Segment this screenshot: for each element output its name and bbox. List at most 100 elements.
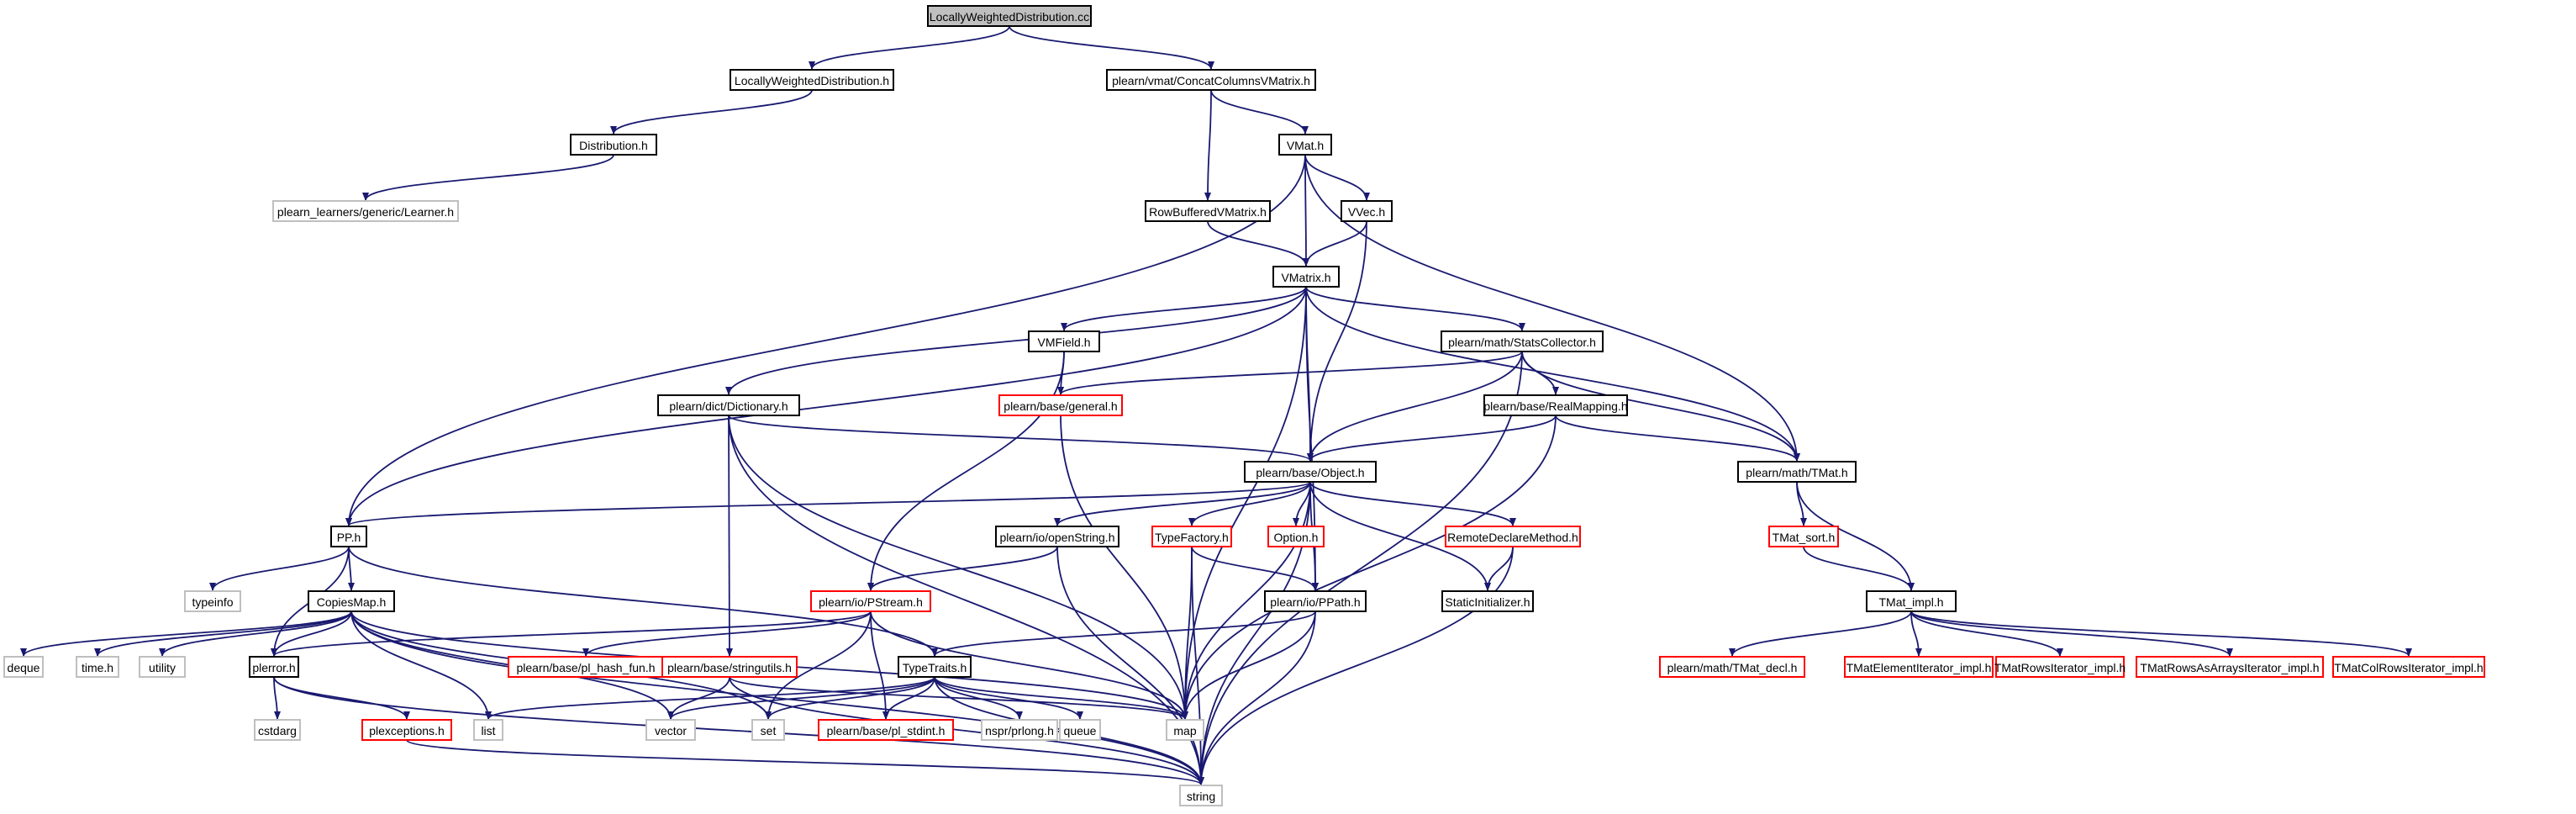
node-label: plearn/base/RealMapping.h xyxy=(1483,399,1627,413)
node-vmfield[interactable]: VMField.h xyxy=(1028,330,1100,352)
node-vvec[interactable]: VVec.h xyxy=(1341,200,1393,222)
edge-tmatsort-to-tmatimpl xyxy=(1803,546,1915,591)
node-strutils[interactable]: plearn/base/stringutils.h xyxy=(661,656,798,678)
node-label: VMatrix.h xyxy=(1281,271,1330,284)
node-concat[interactable]: plearn/vmat/ConcatColumnsVMatrix.h xyxy=(1106,69,1316,91)
edge-plerror-to-string xyxy=(273,676,1204,785)
node-label: PP.h xyxy=(337,531,361,544)
node-box xyxy=(1737,461,1857,483)
node-box xyxy=(1441,590,1534,612)
node-box xyxy=(330,526,367,547)
edge-object-to-remote xyxy=(1309,481,1516,526)
node-label: Distribution.h xyxy=(579,139,648,152)
node-tmatsort[interactable]: TMat_sort.h xyxy=(1768,526,1839,547)
node-label: nspr/prlong.h xyxy=(985,724,1054,737)
node-remote[interactable]: RemoteDeclareMethod.h xyxy=(1445,526,1581,547)
node-label: LocallyWeightedDistribution.h xyxy=(735,74,889,87)
edge-pstream-to-hashfun xyxy=(582,610,872,657)
node-label: vector xyxy=(655,724,687,737)
node-rowsiter[interactable]: TMatRowsIterator_impl.h xyxy=(1994,656,2126,678)
node-stdint[interactable]: plearn/base/pl_stdint.h xyxy=(818,719,954,741)
edge-vmfield-to-pstream xyxy=(867,351,1065,591)
node-plerror[interactable]: plerror.h xyxy=(249,656,299,678)
node-label: plearn/io/PPath.h xyxy=(1270,595,1360,609)
edge-dict-to-map xyxy=(728,415,1188,720)
node-lwd_h[interactable]: LocallyWeightedDistribution.h xyxy=(730,69,894,91)
edge-general-to-map xyxy=(1060,415,1188,720)
node-tmatdecl[interactable]: plearn/math/TMat_decl.h xyxy=(1659,656,1805,678)
node-copies[interactable]: CopiesMap.h xyxy=(308,590,395,612)
node-label: plearn/math/TMat_decl.h xyxy=(1667,661,1798,674)
edge-vmat_h-to-vvec xyxy=(1304,154,1370,201)
node-root[interactable]: LocallyWeightedDistribution.cc xyxy=(927,5,1092,27)
edge-plerror-to-cstdarg xyxy=(273,676,281,720)
edge-tmatimpl-to-tmatdecl xyxy=(1729,610,1912,657)
edge-object-to-staticinit xyxy=(1309,481,1491,591)
node-label: LocallyWeightedDistribution.cc xyxy=(930,10,1089,24)
node-learner: plearn_learners/generic/Learner.h xyxy=(272,200,459,222)
node-box xyxy=(1866,590,1957,612)
node-rowsarr[interactable]: TMatRowsAsArraysIterator_impl.h xyxy=(2136,656,2324,678)
node-openstr[interactable]: plearn/io/openString.h xyxy=(995,526,1119,547)
node-stats[interactable]: plearn/math/StatsCollector.h xyxy=(1441,330,1604,352)
node-box xyxy=(1264,590,1367,612)
node-vmat_h[interactable]: VMat.h xyxy=(1278,134,1332,156)
node-realmap[interactable]: plearn/base/RealMapping.h xyxy=(1483,394,1628,416)
node-box xyxy=(2136,656,2324,678)
node-elemiter[interactable]: TMatElementIterator_impl.h xyxy=(1844,656,1994,678)
node-staticinit[interactable]: StaticInitializer.h xyxy=(1441,590,1534,612)
node-box xyxy=(1166,719,1204,741)
edge-object-to-pp xyxy=(345,481,1311,526)
node-plexc[interactable]: plexceptions.h xyxy=(361,719,452,741)
edge-realmap-to-tmat xyxy=(1555,415,1800,462)
node-pstream[interactable]: plearn/io/PStream.h xyxy=(810,590,931,612)
edge-pstream-to-plerror xyxy=(271,610,872,657)
node-box xyxy=(995,526,1119,547)
edge-root-to-concat xyxy=(1009,25,1214,70)
node-box xyxy=(1106,69,1316,91)
node-pp[interactable]: PP.h xyxy=(330,526,367,547)
node-tmatimpl[interactable]: TMat_impl.h xyxy=(1866,590,1957,612)
node-option[interactable]: Option.h xyxy=(1267,526,1325,547)
edge-lwd_h-to-distrib xyxy=(610,89,813,135)
node-label: list xyxy=(481,724,495,737)
node-label: set xyxy=(761,724,777,737)
node-tmat[interactable]: plearn/math/TMat.h xyxy=(1737,461,1857,483)
edge-plerror-to-plexc xyxy=(273,676,410,720)
edge-ppath-to-map xyxy=(1182,610,1316,720)
node-label: plearn/base/pl_hash_fun.h xyxy=(516,661,655,674)
node-typetraits[interactable]: TypeTraits.h xyxy=(898,656,972,678)
node-box xyxy=(1244,461,1377,483)
node-general[interactable]: plearn/base/general.h xyxy=(998,394,1123,416)
edge-distrib-to-learner xyxy=(362,154,614,201)
edge-typetraits-to-queue xyxy=(934,676,1083,720)
node-deque: deque xyxy=(3,656,44,678)
node-ppath[interactable]: plearn/io/PPath.h xyxy=(1264,590,1367,612)
node-box xyxy=(1768,526,1839,547)
node-box xyxy=(927,5,1092,27)
node-label: CopiesMap.h xyxy=(317,595,387,609)
node-hashfun[interactable]: plearn/base/pl_hash_fun.h xyxy=(508,656,664,678)
node-vmatrix[interactable]: VMatrix.h xyxy=(1272,266,1340,288)
node-distrib[interactable]: Distribution.h xyxy=(570,134,657,156)
node-typefac[interactable]: TypeFactory.h xyxy=(1151,526,1232,547)
edge-tmatimpl-to-elemiter xyxy=(1910,610,1922,657)
edge-pp-to-copies xyxy=(347,546,355,591)
node-label: TypeFactory.h xyxy=(1155,531,1229,544)
node-box xyxy=(308,590,395,612)
node-label: plearn_learners/generic/Learner.h xyxy=(277,205,454,219)
edge-concat-to-vmat_h xyxy=(1210,89,1309,135)
edge-object-to-map xyxy=(1182,481,1311,720)
edge-copies-to-deque xyxy=(20,610,352,657)
node-label: plerror.h xyxy=(252,661,295,674)
node-box xyxy=(1179,785,1223,806)
edge-typetraits-to-set xyxy=(765,676,935,720)
node-label: plearn/vmat/ConcatColumnsVMatrix.h xyxy=(1112,74,1310,87)
node-rowbuf[interactable]: RowBufferedVMatrix.h xyxy=(1145,200,1271,222)
node-object[interactable]: plearn/base/Object.h xyxy=(1244,461,1377,483)
node-dict[interactable]: plearn/dict/Dictionary.h xyxy=(657,394,800,416)
node-label: plearn/math/TMat.h xyxy=(1746,466,1847,479)
node-colrows[interactable]: TMatColRowsIterator_impl.h xyxy=(2332,656,2485,678)
edge-typetraits-to-stdint xyxy=(882,676,935,720)
edge-object-to-typefac xyxy=(1188,481,1311,526)
